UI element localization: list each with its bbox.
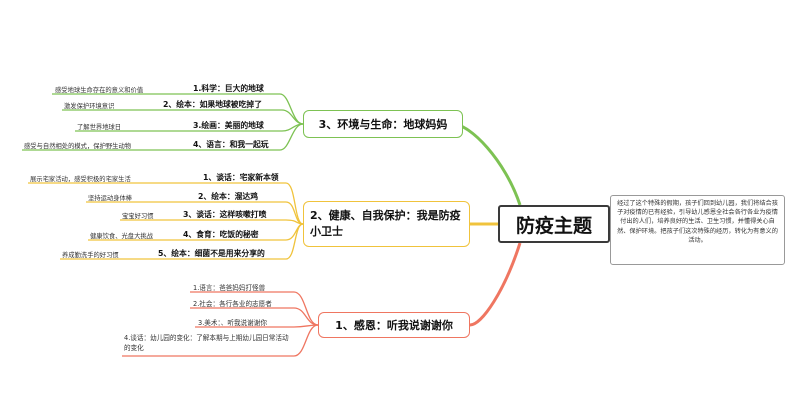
- branch-environment[interactable]: 3、环境与生命：地球妈妈: [303, 110, 463, 138]
- connector-central-environment: [452, 122, 522, 206]
- grat-item-4-label[interactable]: 4.谈话：幼儿园的变化：了解本期与上期幼儿园日常活动的变化: [124, 334, 289, 352]
- central-topic-note: 经过了这个特殊的假期，孩子们回到幼儿园，我们将结合孩子对疫情的已有经验，引导幼儿…: [610, 195, 785, 265]
- env-item-3-detail: 了解世界地球日: [77, 124, 122, 131]
- health-item-2-detail: 坚持运动身体棒: [88, 195, 133, 202]
- connector-health-5: [155, 223, 304, 260]
- env-item-4-label[interactable]: 4、语言：和我一起玩: [193, 140, 269, 149]
- health-item-1-label[interactable]: 1、谈话：宅家新本领: [203, 173, 279, 182]
- env-item-4-detail: 感受与自然相处的模式，保护野生动物: [24, 143, 132, 150]
- grat-item-3-label[interactable]: 3.美术：、听我说谢谢你: [198, 319, 267, 327]
- connector-health-3: [180, 219, 304, 225]
- branch-gratitude[interactable]: 1、感恩：听我说谢谢你: [318, 312, 470, 338]
- grat-item-2-label[interactable]: 2.社会：各行各业的志愿者: [193, 300, 272, 308]
- env-item-1-label[interactable]: 1.科学：巨大的地球: [193, 84, 264, 93]
- connector-env-2: [160, 109, 304, 125]
- branch-health-title: 2、健康、自我保护：我是防疫小卫士: [310, 209, 461, 238]
- branch-environment-title: 3、环境与生命：地球妈妈: [318, 118, 448, 131]
- connector-env-4: [190, 123, 304, 151]
- health-item-5-detail: 养成勤洗手的好习惯: [62, 252, 119, 259]
- connector-grat-4: [122, 324, 319, 357]
- env-item-2-label[interactable]: 2、绘本：如果地球被吃掉了: [163, 100, 262, 109]
- health-item-2-label[interactable]: 2、绘本：溜达鸡: [198, 192, 259, 201]
- central-topic[interactable]: 防疫主题: [498, 205, 610, 243]
- health-item-5-label[interactable]: 5、绘本：细菌不是用来分享的: [158, 249, 265, 258]
- health-item-3-label[interactable]: 3、谈话：这样咳嗽打喷: [183, 210, 267, 219]
- env-item-3-label[interactable]: 3.绘画：美丽的地球: [193, 121, 264, 130]
- grat-item-1-label[interactable]: 1.语言：爸爸妈妈打怪兽: [193, 284, 266, 292]
- health-item-3-detail: 宝宝好习惯: [122, 213, 154, 220]
- connector-health-1: [200, 182, 304, 225]
- health-item-4-detail: 健康饮食、光盘大挑战: [90, 233, 153, 240]
- env-item-1-detail: 感受地球生命存在的意义和价值: [55, 87, 144, 94]
- env-item-2-detail: 激发保护环境意识: [64, 103, 115, 110]
- connector-central-gratitude: [469, 242, 522, 327]
- health-item-1-detail: 展示宅家活动，感受积极的宅家生活: [30, 176, 131, 183]
- health-item-4-label[interactable]: 4、食育：吃饭的秘密: [183, 230, 259, 239]
- branch-gratitude-title: 1、感恩：听我说谢谢你: [335, 319, 453, 332]
- connector-grat-2: [190, 307, 319, 326]
- branch-health[interactable]: 2、健康、自我保护：我是防疫小卫士: [303, 201, 470, 247]
